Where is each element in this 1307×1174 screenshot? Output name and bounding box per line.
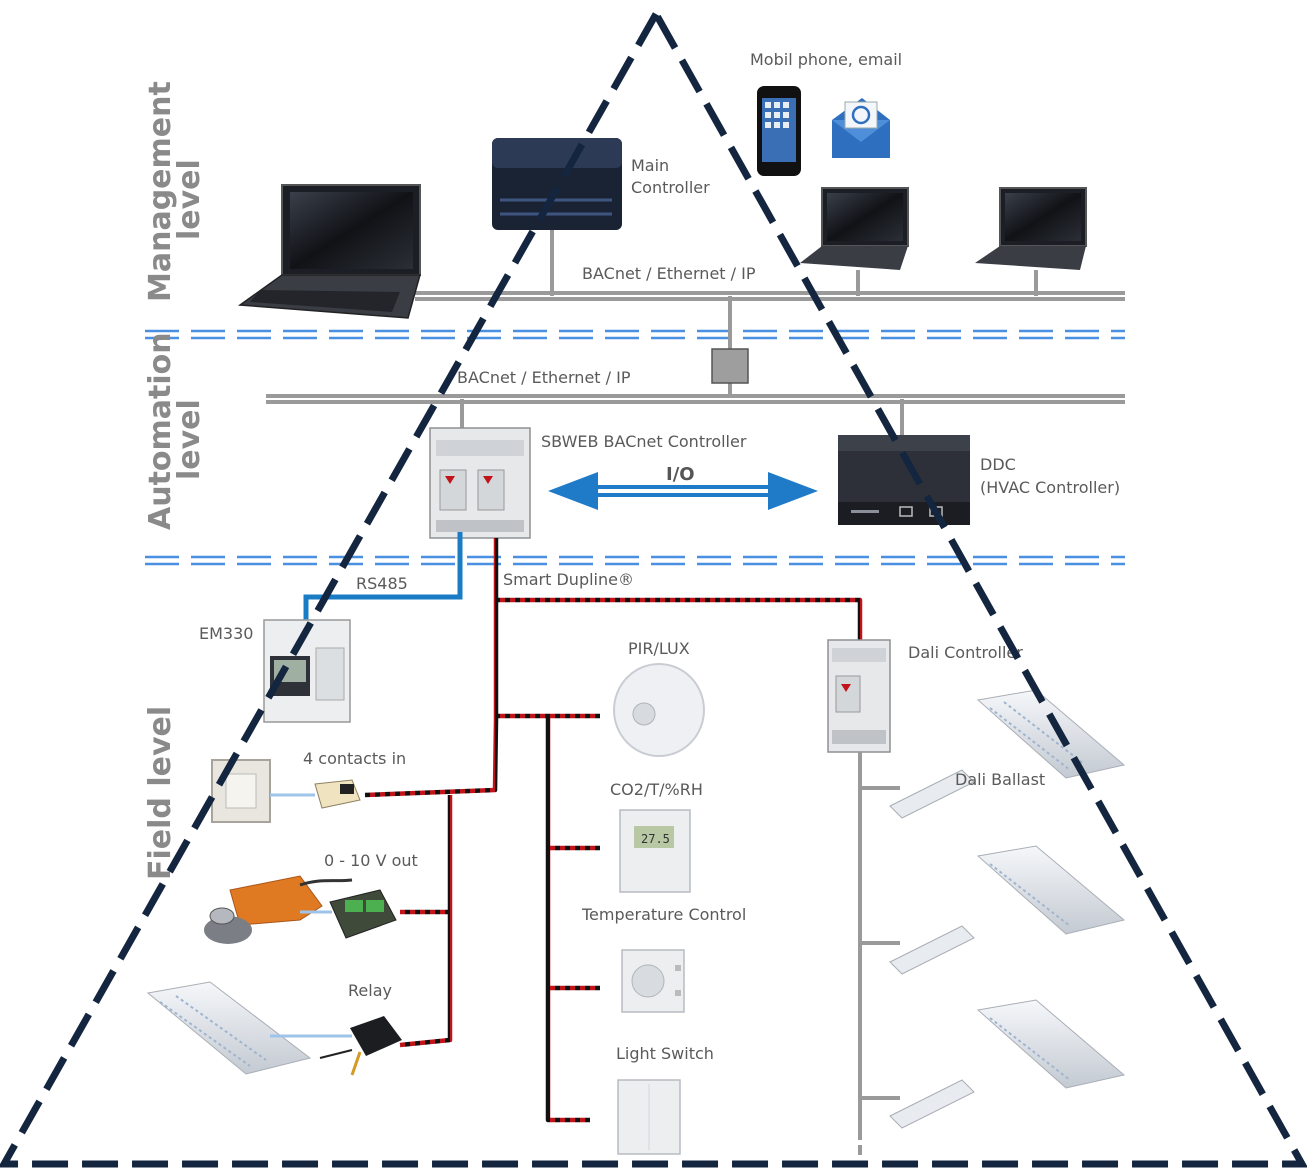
level-separator-bottom <box>145 555 1125 566</box>
automation-level-title: Automation level <box>143 332 207 530</box>
sbweb-controller-icon <box>429 427 531 539</box>
damper-actuator-icon <box>204 875 353 944</box>
temperature-control-icon <box>621 949 685 1013</box>
field-level-title: Field level <box>143 706 178 880</box>
relay-module-icon <box>319 1016 402 1076</box>
relay-label: Relay <box>348 981 392 1000</box>
laptop-icon <box>800 187 909 270</box>
dali-ballast-icon <box>889 1079 975 1129</box>
bacnet-top-label: BACnet / Ethernet / IP <box>582 264 756 283</box>
management-level-line2: level <box>172 159 207 240</box>
ddc-line2: (HVAC Controller) <box>980 478 1120 497</box>
light-fixture-icon <box>976 845 1126 935</box>
pir-lux-label: PIR/LUX <box>628 639 690 658</box>
mobile-phone-icon <box>757 86 801 176</box>
dali-controller-icon <box>827 639 891 753</box>
main-controller-icon <box>492 138 622 230</box>
rs485-line <box>303 532 463 625</box>
main-controller-line1: Main <box>631 156 669 175</box>
pir-sensor-icon <box>613 663 705 757</box>
level-separator-top <box>145 329 1125 340</box>
automation-level-line2: level <box>172 399 207 480</box>
dali-bus <box>858 752 900 1165</box>
automation-bus <box>266 394 1125 435</box>
pyramid-outline <box>0 6 1307 1168</box>
dali-ballast-icon <box>889 925 975 975</box>
light-switch-label: Light Switch <box>616 1044 714 1063</box>
dali-ballast-icon <box>889 769 975 819</box>
io-label: I/O <box>666 464 695 485</box>
smart-dupline-cabling <box>364 538 863 1123</box>
dali-ballast-label: Dali Ballast <box>955 770 1045 789</box>
em330-label: EM330 <box>199 624 253 643</box>
energy-meter-icon <box>263 619 351 723</box>
analog-out-module-icon <box>329 889 397 939</box>
management-bus <box>415 228 1125 396</box>
rs485-label: RS485 <box>356 574 408 593</box>
contact-module-icon <box>314 779 361 809</box>
dali-controller-label: Dali Controller <box>908 643 1023 662</box>
automation-level-line1: Automation <box>143 332 178 530</box>
main-controller-line2: Controller <box>631 178 710 197</box>
network-switch-icon <box>711 348 749 384</box>
temp-control-label: Temperature Control <box>581 905 746 924</box>
light-switch-icon <box>617 1079 681 1155</box>
email-icon <box>832 98 890 158</box>
laptop-icon <box>237 184 421 319</box>
co2-display: 27.5 <box>641 832 670 846</box>
sbweb-label: SBWEB BACnet Controller <box>541 432 747 451</box>
co2-sensor-icon: 27.5 <box>619 809 691 893</box>
management-level-title: Management level <box>143 81 207 302</box>
laptop-icon <box>975 187 1087 270</box>
bacnet-mid-label: BACnet / Ethernet / IP <box>457 368 631 387</box>
io-arrow <box>548 472 818 510</box>
light-fixture-icon <box>976 689 1126 779</box>
wall-switch-icon <box>211 759 271 823</box>
light-fixture-icon <box>146 981 312 1075</box>
ddc-controller-icon <box>838 435 970 525</box>
contacts-in-label: 4 contacts in <box>303 749 406 768</box>
light-fixture-icon <box>976 999 1126 1089</box>
smart-dupline-label: Smart Dupline® <box>503 570 634 589</box>
mobile-email-label: Mobil phone, email <box>750 50 902 69</box>
co2-label: CO2/T/%RH <box>610 780 703 799</box>
management-level-line1: Management <box>143 81 178 302</box>
ddc-line1: DDC <box>980 455 1016 474</box>
volt-out-label: 0 - 10 V out <box>324 851 418 870</box>
